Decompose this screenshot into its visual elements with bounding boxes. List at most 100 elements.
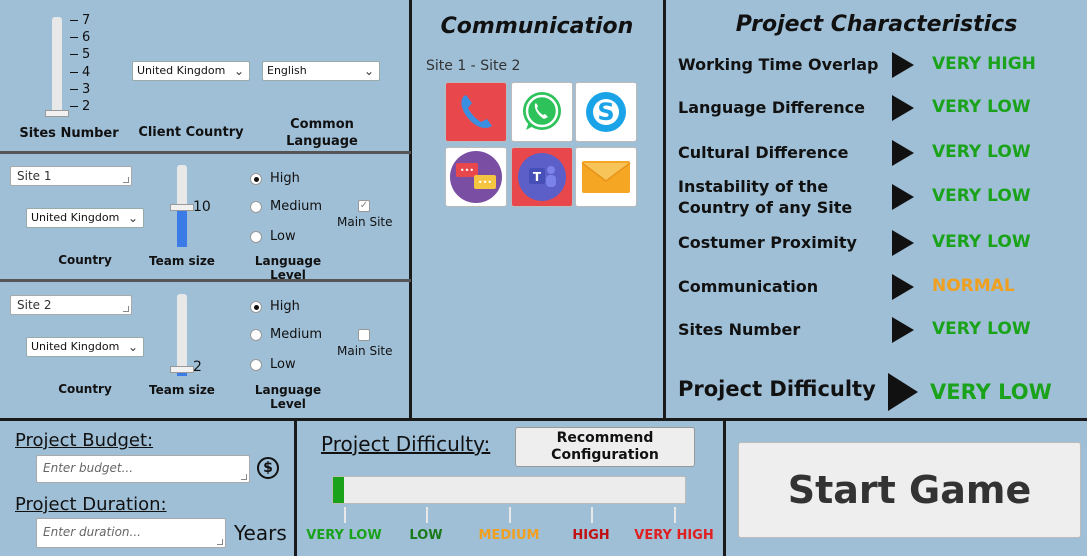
arrow-right-icon — [892, 274, 914, 300]
site1-team-size-label: Team size — [149, 254, 215, 268]
characteristic-label: Working Time Overlap — [678, 55, 879, 74]
characteristic-label: Communication — [678, 277, 819, 296]
recommend-configuration-button[interactable]: Recommend Configuration — [515, 427, 695, 467]
skype-icon[interactable]: S — [575, 82, 637, 142]
difficulty-scale-tick — [426, 507, 428, 523]
difficulty-scale-tick — [344, 507, 346, 523]
site1-language-level-label: Language Level — [254, 254, 322, 282]
characteristic-value: VERY LOW — [932, 97, 1031, 117]
site1-level-medium-label: Medium — [270, 199, 322, 214]
chevron-down-icon: ⌄ — [233, 64, 244, 78]
common-language-value: English — [267, 64, 307, 77]
site1-team-size-fill — [177, 210, 187, 247]
site2-main-site-checkbox[interactable] — [358, 329, 370, 341]
sites-number-knob[interactable] — [45, 110, 69, 117]
duration-input[interactable]: Enter duration... — [36, 518, 226, 548]
client-country-select[interactable]: United Kingdom ⌄ — [132, 61, 250, 81]
site1-level-high-label: High — [270, 171, 300, 186]
site1-team-size-value: 10 — [193, 199, 211, 215]
characteristic-value: VERY HIGH — [932, 54, 1036, 74]
difficulty-scale-label: MEDIUM — [478, 528, 540, 543]
project-duration-label: Project Duration: — [15, 494, 167, 515]
client-country-label: Client Country — [138, 125, 244, 140]
site2-country-select[interactable]: United Kingdom ⌄ — [26, 337, 144, 357]
arrow-right-icon — [892, 317, 914, 343]
site1-level-high-radio[interactable] — [250, 173, 262, 185]
svg-text:•••: ••• — [478, 178, 492, 187]
site2-team-size-fill — [177, 370, 187, 376]
site2-level-low-radio[interactable] — [250, 359, 262, 371]
site1-team-size-slider[interactable] — [170, 165, 194, 247]
characteristic-label: Cultural Difference — [678, 143, 849, 162]
characteristic-value: VERY LOW — [932, 142, 1031, 162]
site2-level-high-radio[interactable] — [250, 301, 262, 313]
characteristic-value: VERY LOW — [932, 232, 1031, 252]
site2-team-size-knob[interactable] — [170, 365, 194, 373]
chat-icon[interactable]: ••• ••• — [445, 147, 507, 207]
difficulty-progress-bar — [332, 476, 686, 504]
site2-name-input[interactable]: Site 2 — [10, 295, 132, 315]
site2-level-low-label: Low — [270, 357, 296, 372]
site1-main-site-checkbox[interactable]: ✓ — [358, 200, 370, 212]
site2-country-value: United Kingdom — [31, 340, 120, 353]
arrow-right-icon — [888, 373, 918, 411]
client-country-value: United Kingdom — [137, 64, 226, 77]
site1-team-size-knob[interactable] — [170, 204, 194, 212]
characteristic-label: Costumer Proximity — [678, 233, 857, 252]
site1-main-site-label: Main Site — [337, 215, 393, 229]
divider — [409, 0, 412, 418]
communication-title: Communication — [440, 14, 634, 39]
svg-text:T: T — [533, 170, 542, 184]
chevron-down-icon: ⌄ — [127, 211, 138, 225]
site1-level-low-radio[interactable] — [250, 231, 262, 243]
characteristic-label: Sites Number — [678, 320, 801, 339]
dollar-icon: $ — [257, 457, 279, 479]
common-language-label: Common Language — [286, 117, 358, 149]
teams-icon[interactable]: T — [511, 147, 573, 207]
site2-country-label: Country — [58, 382, 112, 396]
whatsapp-icon[interactable] — [511, 82, 573, 142]
site2-level-medium-label: Medium — [270, 327, 322, 342]
arrow-right-icon — [892, 140, 914, 166]
svg-text:•••: ••• — [460, 166, 474, 175]
difficulty-bar-label: Project Difficulty: — [321, 432, 491, 456]
sites-number-slider[interactable] — [45, 17, 69, 117]
site1-name-input[interactable]: Site 1 — [10, 166, 132, 186]
phone-icon[interactable] — [445, 82, 507, 142]
start-game-button[interactable]: Start Game — [738, 442, 1081, 538]
common-language-select[interactable]: English ⌄ — [262, 61, 380, 81]
site2-main-site-label: Main Site — [337, 344, 393, 358]
characteristics-title: Project Characteristics — [735, 12, 1018, 37]
difficulty-scale-tick — [591, 507, 593, 523]
budget-input[interactable]: Enter budget... — [36, 455, 250, 483]
arrow-right-icon — [892, 230, 914, 256]
project-difficulty-value: VERY LOW — [930, 380, 1052, 404]
email-icon[interactable] — [575, 147, 637, 207]
arrow-right-icon — [892, 184, 914, 210]
difficulty-scale-tick — [509, 507, 511, 523]
sites-number-tick: 3 — [70, 82, 90, 97]
difficulty-scale-label: LOW — [409, 528, 443, 543]
site1-country-label: Country — [58, 253, 112, 267]
site2-team-size-slider[interactable] — [170, 294, 194, 376]
divider — [0, 279, 411, 282]
svg-text:S: S — [597, 98, 614, 126]
site2-level-high-label: High — [270, 299, 300, 314]
sites-number-tick: 7 — [70, 13, 90, 28]
site1-level-medium-radio[interactable] — [250, 201, 262, 213]
characteristic-label: Instability of the Country of any Site — [678, 177, 853, 217]
divider — [723, 418, 726, 556]
project-budget-label: Project Budget: — [15, 430, 154, 451]
characteristic-value: VERY LOW — [932, 186, 1031, 206]
sites-number-tick: 6 — [70, 30, 90, 45]
start-game-label: Start Game — [787, 468, 1032, 512]
site2-level-medium-radio[interactable] — [250, 329, 262, 341]
site1-country-select[interactable]: United Kingdom ⌄ — [26, 208, 144, 228]
site1-country-value: United Kingdom — [31, 211, 120, 224]
site2-language-level-label: Language Level — [254, 383, 322, 411]
site1-level-low-label: Low — [270, 229, 296, 244]
site2-team-size-label: Team size — [149, 383, 215, 397]
sites-number-tick: 2 — [70, 99, 90, 114]
communication-pair-label: Site 1 - Site 2 — [426, 58, 521, 74]
divider — [663, 0, 666, 418]
